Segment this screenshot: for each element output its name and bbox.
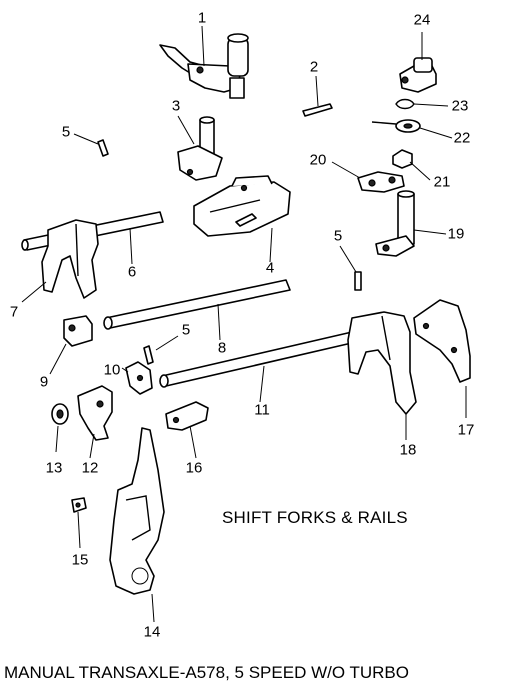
callout-23: 23: [451, 97, 469, 115]
section-label: SHIFT FORKS & RAILS: [222, 508, 408, 527]
part-7-fork: [41, 219, 99, 299]
part-11-rail: [159, 331, 357, 388]
callout-7: 7: [9, 303, 19, 321]
callout-15: 15: [71, 551, 89, 569]
callout-10: 10: [103, 361, 121, 379]
part-4-selector-block: [193, 175, 291, 237]
part-18-fork: [347, 311, 417, 415]
callout-5-middle: 5: [181, 321, 191, 339]
part-21-nut: [392, 149, 413, 169]
callout-22: 22: [453, 129, 471, 147]
part-3-bracket: [177, 116, 223, 181]
part-14-gate-plate: [109, 427, 165, 595]
part-24-selector: [399, 57, 437, 93]
part-2-pin: [302, 103, 333, 117]
part-23-clip: [395, 98, 415, 110]
part-17-bracket: [413, 299, 471, 383]
callout-5-top: 5: [61, 123, 71, 141]
part-13-washer: [51, 403, 69, 425]
callout-12: 12: [81, 459, 99, 477]
callout-13: 13: [45, 459, 63, 477]
part-10-lug: [125, 361, 153, 395]
callout-6: 6: [127, 263, 137, 281]
callout-16: 16: [185, 459, 203, 477]
part-5-pin-middle: [143, 345, 154, 365]
callout-3: 3: [171, 97, 181, 115]
callout-14: 14: [143, 623, 161, 641]
part-8-rail: [103, 279, 291, 330]
callout-24: 24: [413, 11, 431, 29]
part-19-shift-shaft: [375, 190, 415, 257]
part-15-bolt: [71, 497, 87, 513]
part-16-interlock: [165, 401, 209, 431]
callout-17: 17: [457, 421, 475, 439]
callout-2: 2: [309, 58, 319, 76]
part-9-block: [63, 315, 93, 347]
callout-8: 8: [217, 339, 227, 357]
callout-21: 21: [433, 173, 451, 191]
callout-20: 20: [309, 151, 327, 169]
part-22-washer: [371, 119, 421, 133]
callout-19: 19: [447, 225, 465, 243]
part-1-shift-lever-housing: [159, 33, 249, 99]
part-5-pin-right: [354, 271, 362, 291]
callout-9: 9: [39, 373, 49, 391]
part-5-pin-top: [97, 139, 109, 157]
leader-lines: [21, 25, 467, 623]
callout-5-right: 5: [333, 227, 343, 245]
part-20-plate: [357, 171, 405, 193]
callout-4: 4: [265, 259, 275, 277]
diagram-caption: MANUAL TRANSAXLE-A578, 5 SPEED W/O TURBO: [4, 663, 409, 682]
part-12-lever: [77, 385, 113, 441]
callout-1: 1: [197, 9, 207, 27]
callout-18: 18: [399, 441, 417, 459]
callout-11: 11: [254, 401, 270, 419]
